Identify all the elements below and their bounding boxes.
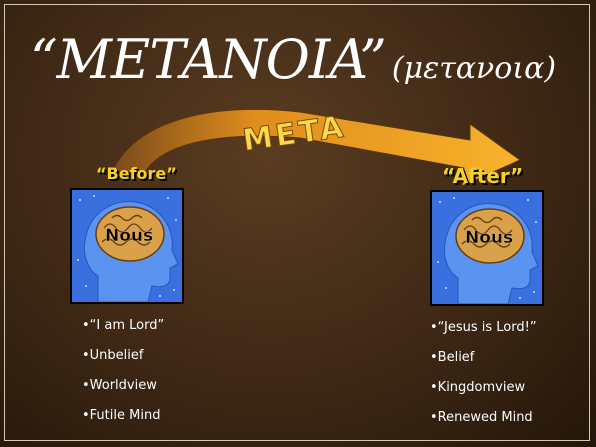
title-main: “METANOIA” [30, 28, 387, 91]
list-item: •Worldview [82, 378, 157, 393]
slide-frame [4, 4, 590, 441]
title-greek: (μετανοια) [391, 51, 557, 86]
before-label: “Before” [96, 164, 177, 183]
after-label: “After” [442, 164, 524, 188]
brain-label: Nous [105, 226, 153, 246]
list-item: •Futile Mind [82, 408, 161, 423]
after-head-image: Nous [430, 190, 544, 306]
after-list: •“Jesus is Lord!” •Belief •Kingdomview •… [430, 320, 537, 440]
arrow-body [111, 108, 521, 187]
slide-title: “METANOIA”(μετανοια) [30, 28, 590, 91]
list-item: •“I am Lord” [82, 318, 165, 333]
brain-icon [95, 206, 165, 262]
before-list: •“I am Lord” •Unbelief •Worldview •Futil… [82, 318, 164, 438]
brain-icon [455, 208, 525, 264]
brain-label: Nous [465, 228, 513, 248]
list-item: •Renewed Mind [430, 410, 533, 425]
list-item: •“Jesus is Lord!” [430, 320, 537, 335]
before-head-image: Nous [70, 188, 184, 304]
list-item: •Belief [430, 350, 475, 365]
list-item: •Kingdomview [430, 380, 526, 395]
list-item: •Unbelief [82, 348, 144, 363]
